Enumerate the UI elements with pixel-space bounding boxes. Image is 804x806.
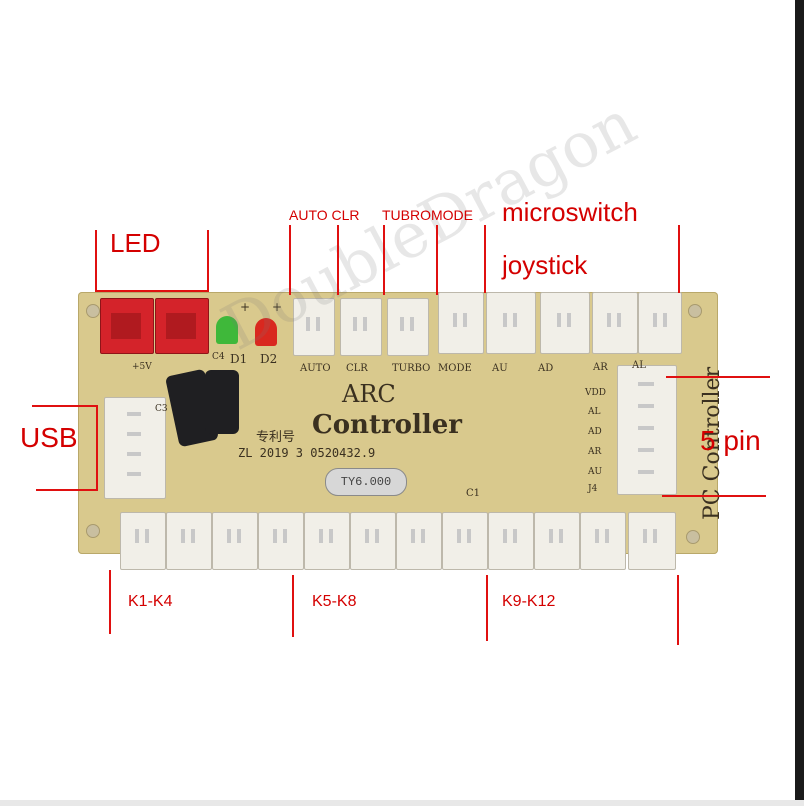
red-led-d2 (255, 318, 277, 346)
turbo-mode-label: TUBROMODE (382, 207, 473, 223)
usb-bracket-top (32, 405, 98, 407)
silk-mode: MODE (438, 363, 472, 374)
k8-connector (442, 512, 488, 570)
mount-hole (86, 304, 100, 318)
k1-k4-tick (109, 570, 111, 634)
au-connector (486, 292, 536, 354)
auto-tick (289, 225, 291, 295)
k9-connector (488, 512, 534, 570)
k11-connector (580, 512, 626, 570)
five-pin-line-top (666, 376, 770, 378)
patent-label-cn: 专利号 (256, 430, 296, 445)
silk-clr: CLR (346, 363, 368, 374)
k1-connector (120, 512, 166, 570)
clr-tick (337, 225, 339, 295)
microswitch-tick-left (484, 225, 486, 293)
led-bracket-bottom (95, 290, 209, 292)
led-bracket-right (207, 230, 209, 292)
k6-connector (350, 512, 396, 570)
k7-connector (396, 512, 442, 570)
auto-clr-label: AUTO CLR (289, 207, 360, 223)
usb-connector (104, 397, 166, 499)
five-pin-line-bottom (662, 495, 766, 497)
silk-ar-right: AR (588, 447, 602, 457)
k10-connector (534, 512, 580, 570)
mode-connector (438, 292, 484, 354)
led-connector-2 (155, 298, 209, 354)
image-frame-right (795, 0, 804, 806)
silk-turbo: TURBO (392, 363, 431, 374)
silk-d2: D2 (260, 352, 278, 366)
silk-c3: C3 (155, 404, 168, 414)
turbo-connector (387, 298, 429, 356)
silk-j4: J4 (588, 484, 598, 494)
usb-bracket-bottom (36, 489, 98, 491)
silk-auto: AUTO (300, 363, 331, 374)
mode-tick (436, 225, 438, 295)
silk-ar: AR (593, 362, 608, 373)
patent-number: ZL 2019 3 0520432.9 (238, 446, 376, 460)
k9-k12-label: K9-K12 (502, 593, 556, 610)
k4-connector (258, 512, 304, 570)
k2-connector (166, 512, 212, 570)
k5-k8-tick (292, 575, 294, 637)
silk-vdd: VDD (585, 388, 606, 398)
microswitch-tick-right (678, 225, 680, 293)
silk-c1: C1 (466, 488, 481, 499)
capacitor-c4 (205, 370, 239, 434)
mount-hole (86, 524, 100, 538)
led-label: LED (110, 228, 161, 258)
silk-ad-right: AD (588, 427, 602, 437)
auto-connector (293, 298, 335, 356)
usb-bracket-right (96, 405, 98, 491)
crystal-oscillator: TY6.000 (325, 468, 407, 496)
silk-au-right: AU (588, 467, 603, 477)
green-led-d1 (216, 316, 238, 344)
board-title-controller: Controller (312, 410, 462, 440)
silk-5v: +5V (132, 362, 152, 372)
mount-hole (688, 304, 702, 318)
clr-connector (340, 298, 382, 356)
mount-hole (686, 530, 700, 544)
image-frame-bottom (0, 800, 804, 806)
ar-connector (592, 292, 638, 354)
silk-al: AL (588, 407, 601, 417)
silk-au: AU (492, 363, 508, 374)
microswitch-label: microswitch (502, 197, 638, 227)
k3-connector (212, 512, 258, 570)
silk-plus-d1: + (240, 300, 251, 314)
led-bracket-left (95, 230, 97, 292)
silk-c4: C4 (212, 352, 225, 362)
k12-end-tick (677, 575, 679, 645)
turbo-tick (383, 225, 385, 295)
joystick-label: joystick (502, 250, 588, 280)
k12-connector (628, 512, 676, 570)
k5-connector (304, 512, 350, 570)
silk-al-top: AL (632, 360, 646, 371)
silk-ad: AD (538, 363, 554, 374)
k5-k8-label: K5-K8 (312, 593, 357, 610)
silk-d1: D1 (230, 352, 248, 366)
five-pin-connector (617, 365, 677, 495)
al-connector (638, 292, 682, 354)
silk-plus-d2: + (272, 300, 283, 314)
ad-connector (540, 292, 590, 354)
five-pin-label: 5 pin (700, 425, 761, 456)
k9-k12-tick (486, 575, 488, 641)
k1-k4-label: K1-K4 (128, 593, 173, 610)
usb-label: USB (20, 422, 78, 453)
board-title-arc: ARC (342, 380, 396, 408)
led-connector-1 (100, 298, 154, 354)
